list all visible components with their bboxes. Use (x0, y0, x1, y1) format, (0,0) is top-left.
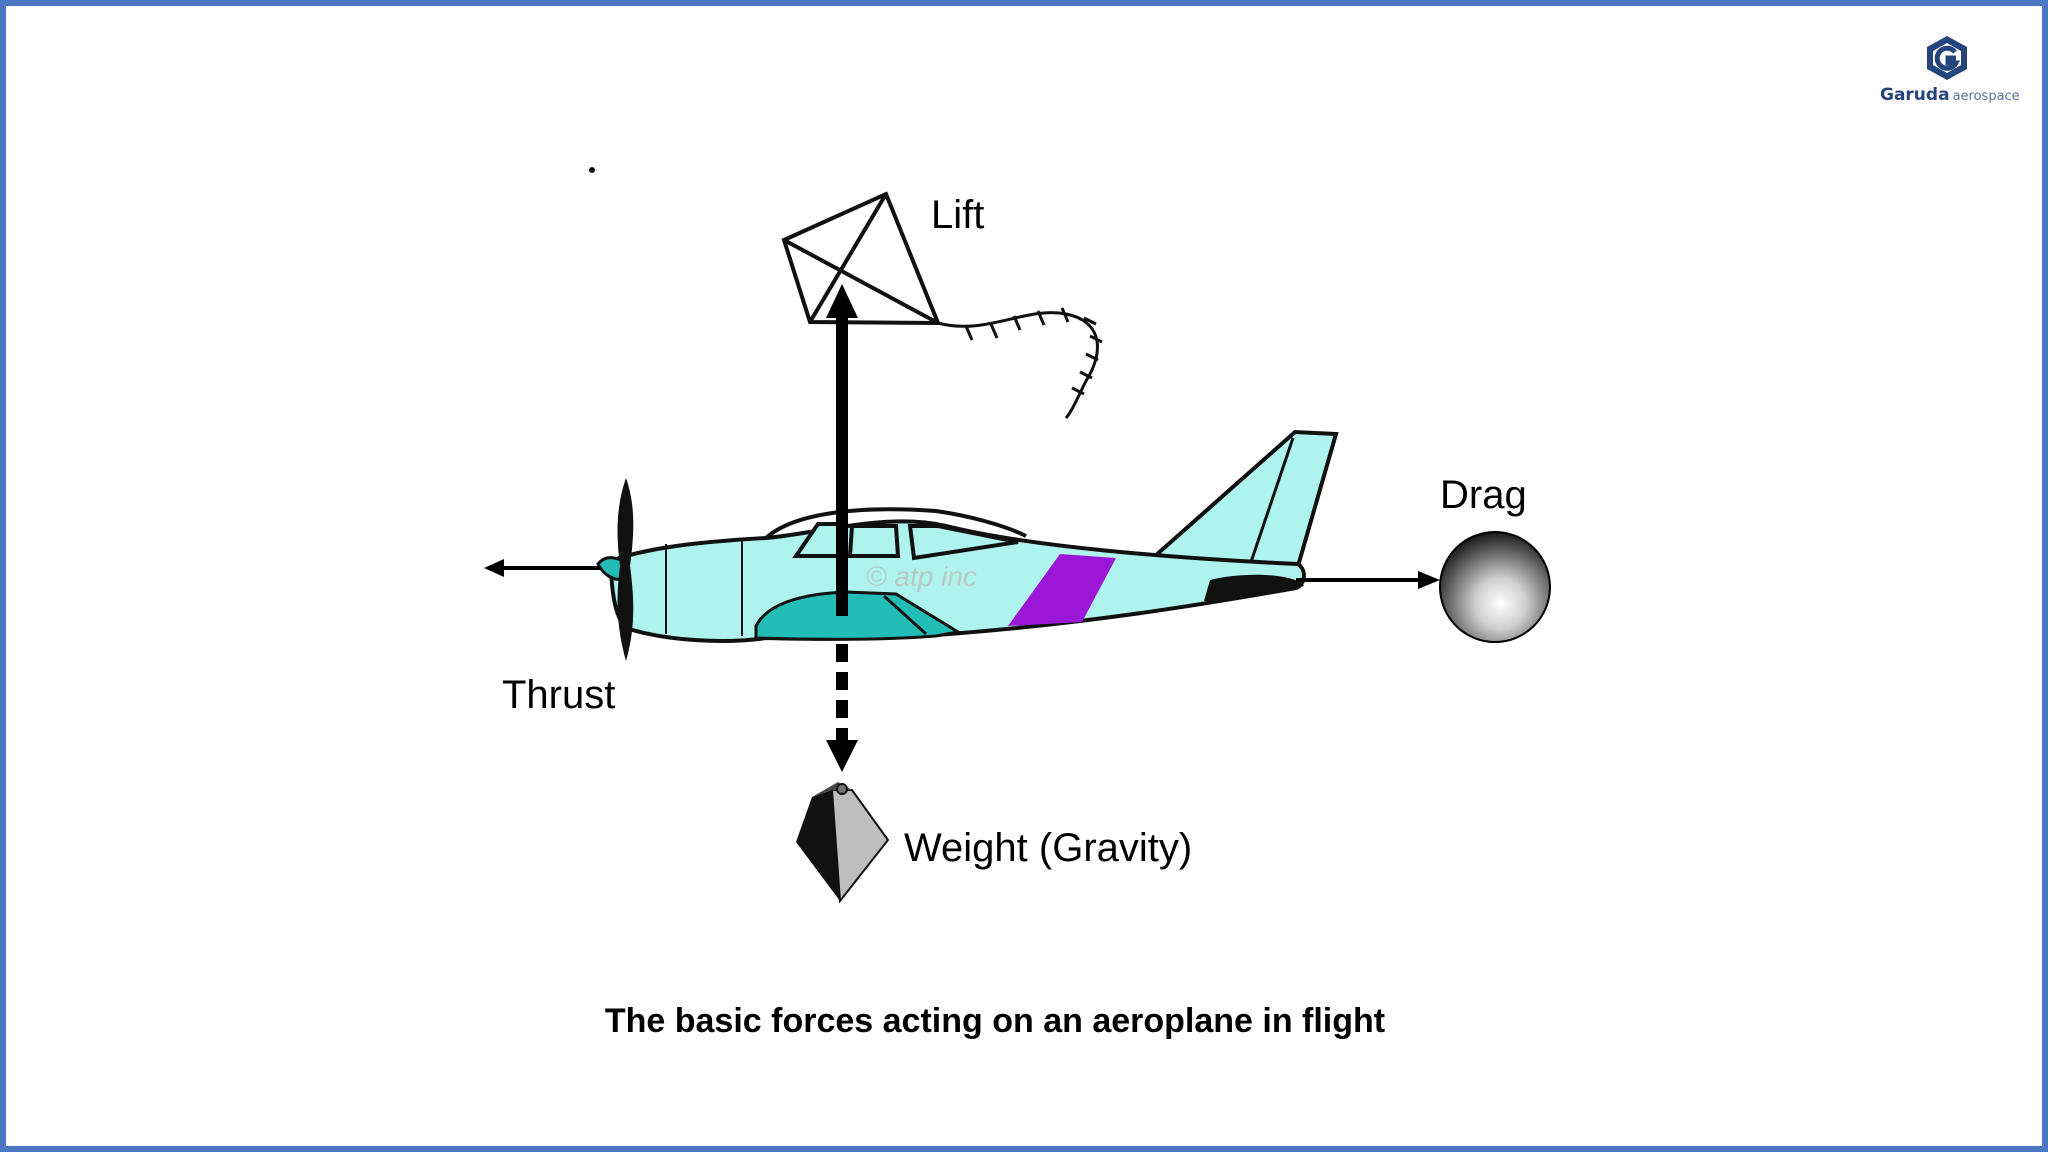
lift-arrow (826, 284, 858, 616)
garuda-logo-icon (1927, 36, 1967, 80)
forces-diagram: © atp inc Lift Drag Thrust Weight (Gravi… (484, 167, 1551, 904)
thrust-label: Thrust (502, 673, 615, 717)
drag-label: Drag (1440, 473, 1527, 517)
weight-arrow (826, 644, 858, 772)
lift-label: Lift (931, 193, 984, 237)
propeller-icon (617, 478, 634, 661)
figure-caption: The basic forces acting on an aeroplane … (604, 1002, 1386, 1040)
drag-ball-icon (1439, 531, 1551, 643)
airplane-icon (596, 429, 1339, 643)
kite-icon (589, 167, 1103, 419)
watermark-text: © atp inc (866, 561, 977, 592)
drag-arrow (1296, 571, 1440, 589)
thrust-arrow (484, 559, 601, 577)
logo-brand: Garuda (1880, 85, 1950, 105)
weight-block-icon (796, 782, 890, 904)
logo-subtext: aerospace (1952, 89, 2020, 104)
weight-label: Weight (Gravity) (904, 826, 1192, 870)
